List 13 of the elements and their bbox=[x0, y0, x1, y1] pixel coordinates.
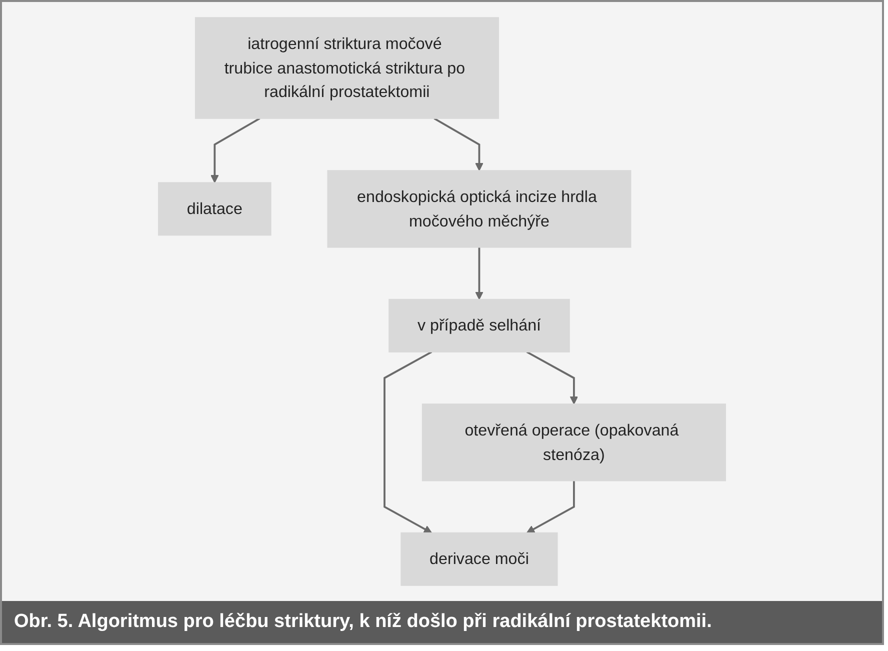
arrow bbox=[210, 118, 260, 183]
node-box: dilatace bbox=[158, 182, 272, 236]
node-box: derivace moči bbox=[400, 532, 558, 586]
figure-caption: Obr. 5. Algoritmus pro léčbu striktury, k níž došlo při radikální prostatektomii. bbox=[2, 601, 882, 643]
arrow bbox=[434, 118, 484, 171]
arrow bbox=[475, 247, 484, 300]
node-box: otevřená operace (opakovaná stenóza) bbox=[422, 404, 726, 482]
arrow bbox=[384, 351, 432, 534]
node-box: v případě selhání bbox=[388, 298, 570, 352]
arrow bbox=[526, 480, 575, 534]
node-box: endoskopická optická incize hrdla močového měchýře bbox=[327, 170, 632, 248]
arrow bbox=[526, 351, 578, 404]
node-box: iatrogenní striktura močové trubice anastomotická striktura po radikální prostatektomii bbox=[194, 17, 499, 119]
